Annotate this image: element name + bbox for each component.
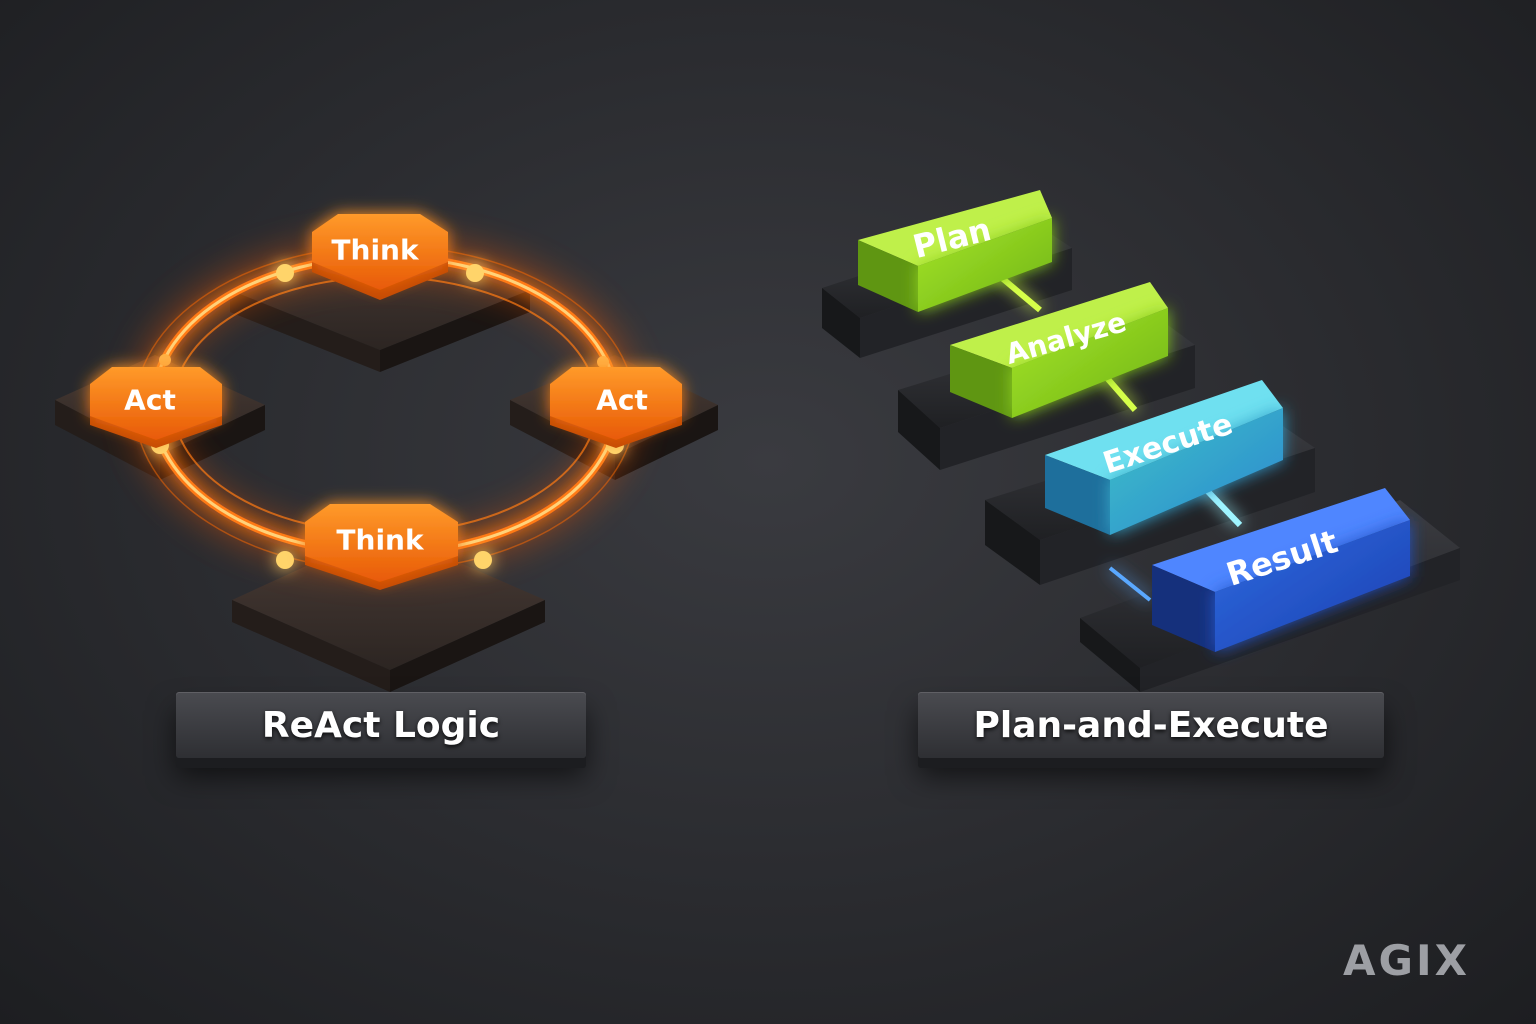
react-node-label: Act	[124, 384, 176, 417]
plan-execute-caption-plate: Plan-and-Execute	[918, 692, 1384, 758]
react-caption: ReAct Logic	[261, 704, 501, 746]
junction-dot	[276, 264, 294, 282]
plan-execute-caption: Plan-and-Execute	[973, 704, 1329, 746]
step-plan: Plan	[858, 190, 1052, 312]
react-node-think-bottom: Think	[305, 504, 458, 590]
react-caption-plate: ReAct Logic	[176, 692, 586, 758]
react-node-label: Act	[596, 384, 648, 417]
react-diagram: Think Act Act Think	[55, 214, 718, 692]
react-node-think-top: Think	[312, 214, 448, 300]
junction-dot	[597, 356, 609, 368]
junction-dot	[159, 354, 171, 366]
react-node-act-left: Act	[90, 367, 222, 448]
step-execute: Execute	[1045, 380, 1283, 535]
react-node-act-right: Act	[550, 367, 682, 448]
connector-line	[1108, 566, 1152, 602]
junction-dot	[474, 551, 492, 569]
brand-logo: AGIX	[1343, 936, 1470, 985]
react-node-label: Think	[336, 524, 425, 557]
junction-dot	[466, 264, 484, 282]
step-result: Result	[1152, 488, 1410, 652]
react-node-label: Think	[331, 234, 420, 267]
junction-dot	[276, 551, 294, 569]
plan-execute-diagram: Plan Analyze Execute Result	[822, 190, 1460, 692]
